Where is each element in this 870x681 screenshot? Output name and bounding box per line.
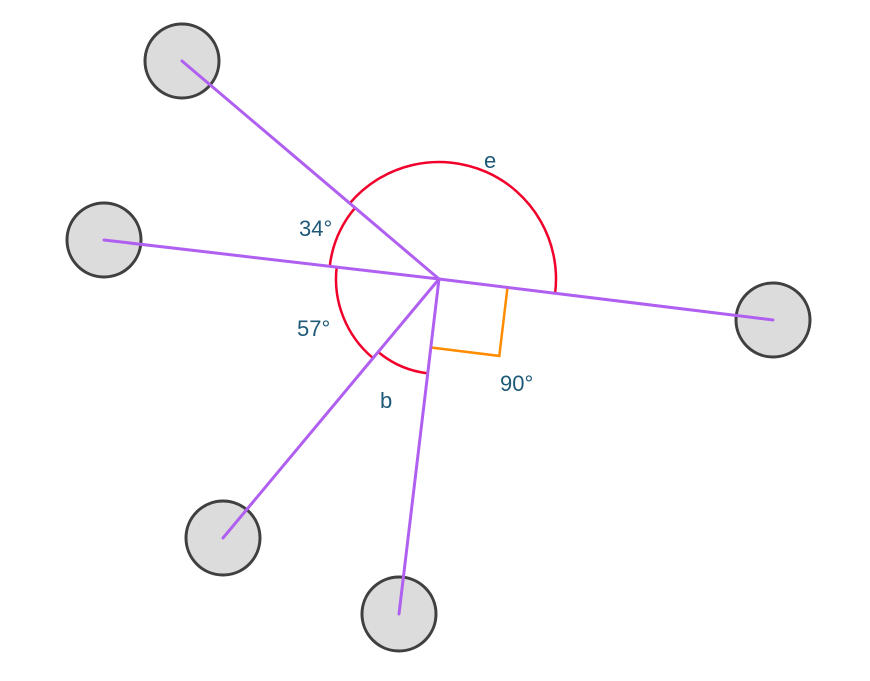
- label-angle-90: 90°: [500, 371, 533, 396]
- ray-l: [102, 238, 441, 281]
- arc-angle-e: [348, 160, 558, 294]
- label-angle-34: 34°: [299, 216, 332, 241]
- arc-angle-34: [328, 207, 357, 267]
- label-angle-b: b: [380, 388, 392, 413]
- arc-angle-b: [377, 350, 428, 375]
- ray-ll: [221, 277, 441, 540]
- ray-r: [437, 277, 775, 322]
- label-angle-57: 57°: [297, 316, 330, 341]
- right-angle-marker: [430, 287, 509, 358]
- ray-d: [397, 277, 441, 616]
- arc-angle-57: [334, 266, 374, 360]
- label-angle-e: e: [484, 148, 496, 173]
- ray-a: [180, 59, 441, 281]
